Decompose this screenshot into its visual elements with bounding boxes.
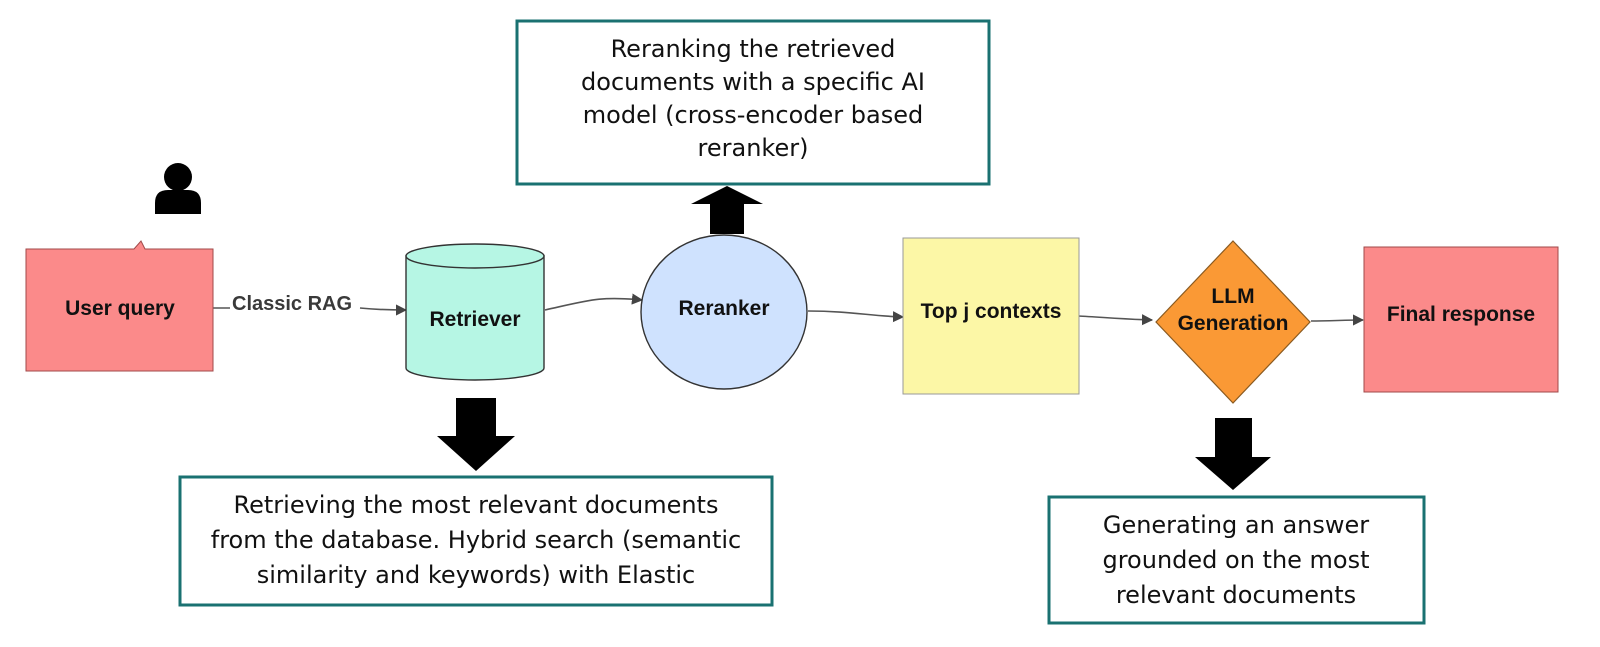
generation-note-line-1: Generating an answer [1103, 511, 1369, 539]
retriever-note-line-2: from the database. Hybrid search (semant… [211, 526, 741, 554]
edge-reranker-to-contexts [807, 310, 905, 323]
user-icon [155, 163, 201, 214]
llm-generation-label-line-2: Generation [1178, 312, 1289, 335]
final-response-label: Final response [1387, 303, 1535, 326]
top-contexts-label: Top j contexts [921, 300, 1062, 323]
generation-note-callout: Generating an answer grounded on the mos… [1047, 495, 1426, 625]
top-contexts-node: Top j contexts [902, 237, 1080, 395]
reranker-note-line-3: model (cross-encoder based [583, 101, 923, 129]
llm-generation-label-line-1: LLM [1211, 285, 1254, 308]
llm-generation-node: LLM Generation [1155, 240, 1311, 404]
down-arrow-icon-retriever [437, 398, 515, 471]
edge-llm-to-response [1310, 314, 1365, 326]
down-arrow-icon-generation [1195, 418, 1271, 490]
edge-label-classic-rag: Classic RAG [232, 293, 352, 315]
retriever-label: Retriever [429, 308, 520, 331]
retriever-note-callout: Retrieving the most relevant documents f… [178, 475, 774, 607]
edge-contexts-to-llm [1077, 314, 1154, 326]
edge-retriever-to-reranker [544, 293, 644, 311]
reranker-label: Reranker [678, 297, 769, 320]
reranker-note-line-2: documents with a specific AI [581, 68, 925, 96]
final-response-node: Final response [1363, 246, 1559, 393]
retriever-note-line-3: similarity and keywords) with Elastic [257, 561, 696, 589]
up-arrow-icon [691, 186, 763, 234]
retriever-node: Retriever [405, 243, 545, 381]
generation-note-line-3: relevant documents [1116, 581, 1356, 609]
retriever-note-line-1: Retrieving the most relevant documents [234, 491, 719, 519]
reranker-note-line-1: Reranking the retrieved [611, 35, 896, 63]
reranker-node: Reranker [640, 234, 808, 390]
user-query-node: User query [25, 240, 214, 372]
generation-note-line-2: grounded on the most [1102, 546, 1369, 574]
edge-query-to-retriever [212, 308, 406, 310]
connectors [212, 293, 1365, 326]
reranker-note-callout: Reranking the retrieved documents with a… [515, 19, 991, 186]
reranker-note-line-4: reranker) [698, 134, 809, 162]
user-query-label: User query [65, 297, 175, 320]
